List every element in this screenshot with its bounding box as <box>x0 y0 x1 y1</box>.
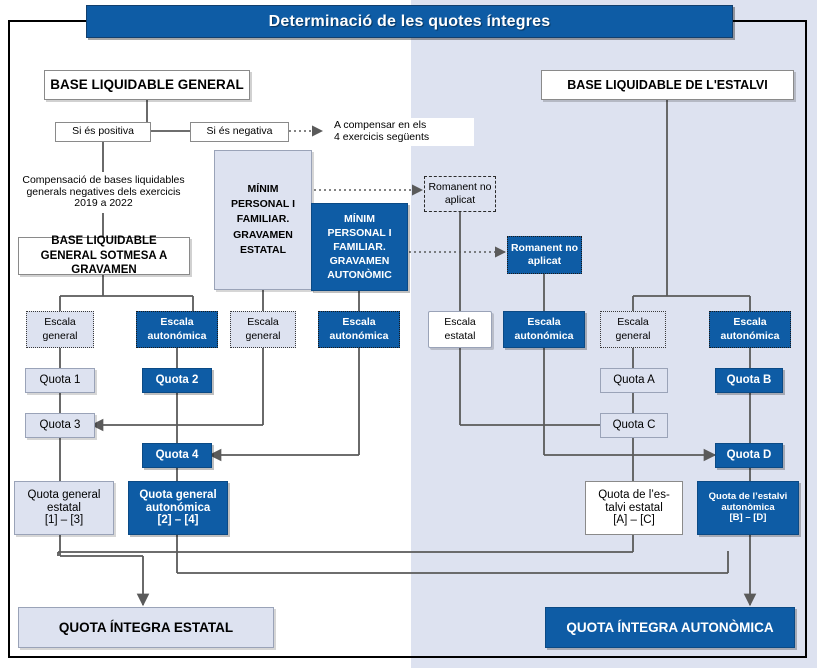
note-a-compensar: A compensar en els 4 exercicis següents <box>334 118 474 146</box>
page-title: Determinació de les quotes íntegres <box>268 12 551 30</box>
box-escala-autonomica-2[interactable]: Escala autonómica <box>318 311 400 348</box>
box-minim-personal-estatal[interactable]: MÍNIM PERSONAL I FAMILIAR. GRAVAMEN ESTA… <box>214 150 312 290</box>
note-compensacio-bases: Compensació de bases liquidables general… <box>12 172 195 213</box>
box-quota-estalvi-autonomica[interactable]: Quota de l’estalvi autonòmica [B] – [D] <box>697 481 799 535</box>
box-quota-d[interactable]: Quota D <box>715 443 783 468</box>
diagram-title-bar: Determinació de les quotes íntegres <box>86 5 733 38</box>
box-quota-4[interactable]: Quota 4 <box>142 443 212 468</box>
box-escala-autonomica-3[interactable]: Escala autonómica <box>503 311 585 348</box>
box-quota-2[interactable]: Quota 2 <box>142 368 212 393</box>
box-quota-general-autonomica[interactable]: Quota general autonómica [2] – [4] <box>128 481 228 535</box>
box-quota-1[interactable]: Quota 1 <box>25 368 95 393</box>
box-quota-integra-autonomica[interactable]: QUOTA ÍNTEGRA AUTONÒMICA <box>545 607 795 648</box>
box-minim-personal-autonomic[interactable]: MÍNIM PERSONAL I FAMILIAR. GRAVAMEN AUTO… <box>311 203 408 291</box>
box-escala-autonomica-4[interactable]: Escala autonómica <box>709 311 791 348</box>
box-quota-b[interactable]: Quota B <box>715 368 783 393</box>
box-escala-general-1[interactable]: Escala general <box>26 311 94 348</box>
diagram-frame <box>8 20 807 658</box>
box-quota-3[interactable]: Quota 3 <box>25 413 95 438</box>
box-quota-estalvi-estatal[interactable]: Quota de l’es- talvi estatal [A] – [C] <box>585 481 683 535</box>
box-si-es-negativa[interactable]: Si és negativa <box>190 122 289 142</box>
box-quota-a[interactable]: Quota A <box>600 368 668 393</box>
box-base-liquidable-estalvi[interactable]: BASE LIQUIDABLE DE L'ESTALVI <box>541 70 794 100</box>
box-romanent-no-aplicat-estatal[interactable]: Romanent no aplicat <box>424 176 496 212</box>
box-escala-general-2[interactable]: Escala general <box>230 311 296 348</box>
box-escala-general-3[interactable]: Escala general <box>600 311 666 348</box>
box-romanent-no-aplicat-autonomic[interactable]: Romanent no aplicat <box>507 236 582 274</box>
box-base-liquidable-general[interactable]: BASE LIQUIDABLE GENERAL <box>44 70 250 100</box>
box-si-es-positiva[interactable]: Si és positiva <box>55 122 151 142</box>
box-base-sotmesa-gravamen[interactable]: BASE LIQUIDABLE GENERAL SOTMESA A GRAVAM… <box>18 235 190 276</box>
box-quota-c[interactable]: Quota C <box>600 413 668 438</box>
box-escala-autonomica-1[interactable]: Escala autonómica <box>136 311 218 348</box>
box-quota-general-estatal[interactable]: Quota general estatal [1] – [3] <box>14 481 114 535</box>
box-escala-estatal[interactable]: Escala estatal <box>428 311 492 348</box>
box-quota-integra-estatal[interactable]: QUOTA ÍNTEGRA ESTATAL <box>18 607 274 648</box>
